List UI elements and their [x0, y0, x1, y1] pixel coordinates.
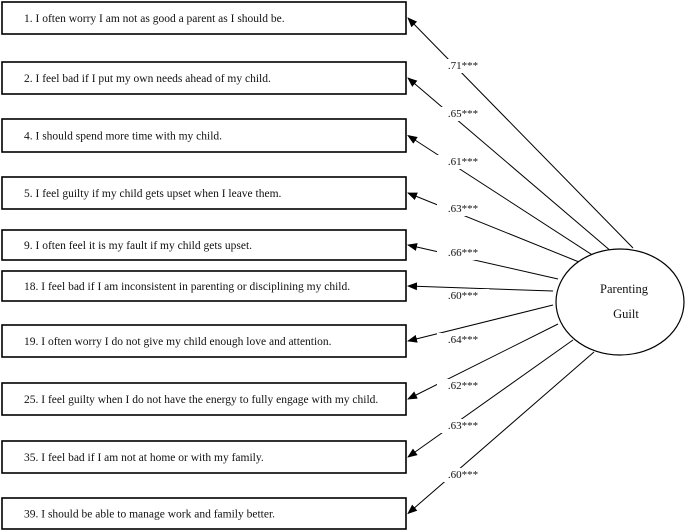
loading-arrow: [407, 134, 598, 259]
loading-label-background: [437, 246, 489, 260]
loading-label-background: [437, 379, 489, 393]
item-box: [1, 61, 407, 95]
loading-label-background: [437, 59, 489, 73]
loading-value: .65***: [448, 108, 478, 120]
loading-arrow: [407, 351, 595, 515]
item-box: [1, 382, 407, 416]
item-label: 1. I often worry I am not as good a pare…: [24, 13, 285, 25]
item-box: [1, 440, 407, 474]
indicator-items: 1. I often worry I am not as good a pare…: [1, 1, 407, 530]
item-box: [1, 324, 407, 358]
loading-arrow: [407, 192, 585, 265]
item-box: [1, 118, 407, 153]
item-label: 39. I should be able to manage work and …: [24, 509, 275, 521]
loading-paths: .71*** .65*** .61*** .63*** .66*** .60*** .64*…: [407, 17, 634, 515]
item-label: 35. I feel bad if I am not at home or wi…: [24, 452, 264, 464]
item-label: 4. I should spend more time with my chil…: [24, 131, 222, 143]
loading-label-background: [437, 107, 489, 121]
loading-label-background: [437, 333, 489, 347]
loading-value: .61***: [448, 156, 478, 168]
loading-value: .64***: [448, 334, 478, 346]
item-box: [1, 497, 407, 530]
loading-value: .60***: [448, 469, 478, 481]
loading-arrow: [407, 17, 634, 249]
loading-label-background: [437, 289, 489, 303]
loading-label-background: [437, 202, 489, 216]
factor-label-line1: Parenting: [600, 282, 649, 296]
item-box: [1, 229, 407, 261]
loading-value: .66***: [448, 247, 478, 259]
loading-label-background: [437, 155, 489, 169]
item-label: 2. I feel bad if I put my own needs ahea…: [24, 73, 271, 85]
latent-factor: Parenting Guilt: [555, 248, 685, 356]
loading-value: .63***: [448, 420, 478, 432]
item-box: [1, 270, 407, 302]
loading-arrow: [407, 339, 574, 458]
item-label: 25. I feel guilty when I do not have the…: [24, 394, 378, 406]
factor-ellipse: [555, 248, 685, 356]
factor-label-line2: Guilt: [613, 307, 639, 321]
item-label: 19. I often worry I do not give my child…: [24, 336, 332, 348]
loading-label-background: [437, 468, 489, 482]
item-label: 5. I feel guilty if my child gets upset …: [24, 188, 282, 200]
loading-arrow: [407, 304, 554, 343]
item-box: [1, 1, 407, 35]
loading-value: .63***: [448, 203, 478, 215]
loading-arrow: [407, 323, 559, 400]
item-label: 18. I feel bad if I am inconsistent in p…: [24, 281, 350, 293]
loading-value: .60***: [448, 290, 478, 302]
loading-arrow: [407, 243, 559, 280]
loading-value: .62***: [448, 380, 478, 392]
item-box: [1, 176, 407, 210]
loading-label-background: [437, 419, 489, 433]
loading-value: .71***: [448, 60, 478, 72]
item-label: 9. I often feel it is my fault if my chi…: [24, 240, 252, 252]
loading-arrow: [407, 282, 554, 292]
